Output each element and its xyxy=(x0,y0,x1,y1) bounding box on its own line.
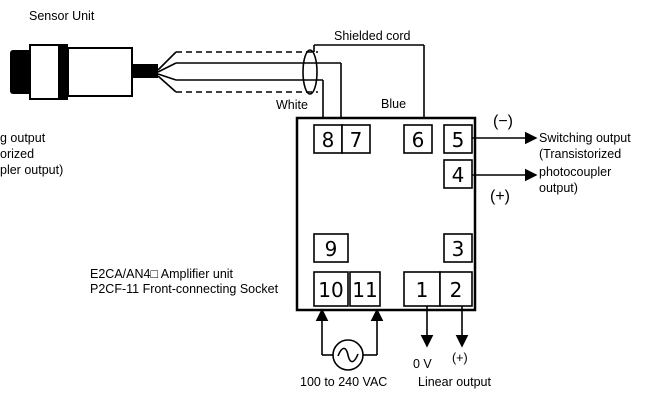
switching-output-label-3: photocoupler xyxy=(539,165,611,179)
terminal-3: 3 xyxy=(452,237,465,261)
ac-source-icon xyxy=(332,339,364,371)
terminal-2-box xyxy=(439,271,473,307)
switching-output-label-1: Switching output xyxy=(539,131,631,145)
terminal-5: 5 xyxy=(452,128,465,152)
terminal-1: 1 xyxy=(416,278,429,302)
terminal-11: 11 xyxy=(352,278,377,302)
shielded-cord xyxy=(157,44,425,118)
terminal-9: 9 xyxy=(325,237,338,261)
amplifier-label-2: P2CF-11 Front-connecting Socket xyxy=(90,282,279,296)
zero-v-label: 0 V xyxy=(413,357,432,371)
terminal-4-box xyxy=(443,159,473,189)
blue-wire-label: Blue xyxy=(381,97,406,111)
terminal-4: 4 xyxy=(452,163,465,187)
switching-output-label-4: output) xyxy=(539,181,578,195)
terminal-8: 8 xyxy=(322,128,335,152)
terminal-9-box xyxy=(313,233,349,263)
terminal-7: 7 xyxy=(350,128,363,152)
shielded-cord-label: Shielded cord xyxy=(334,29,410,43)
terminal-3-box xyxy=(443,233,473,263)
terminal-11-box xyxy=(349,271,381,307)
white-wire-label: White xyxy=(276,98,308,112)
plus-label: (+) xyxy=(452,351,468,365)
switching-output-label-2: (Transistorized xyxy=(539,147,621,161)
left-output-label-3: pler output) xyxy=(0,163,63,177)
sensor-unit-label: Sensor Unit xyxy=(29,9,95,23)
terminal-5-box xyxy=(443,124,473,154)
terminal-6: 6 xyxy=(412,128,425,152)
linear-output-label: Linear output xyxy=(418,375,492,389)
plus-marker: (+) xyxy=(490,188,510,205)
terminal-2: 2 xyxy=(450,278,463,302)
amplifier-label-1: E2CA/AN4□ Amplifier unit xyxy=(90,267,234,281)
terminal-6-box xyxy=(403,124,433,154)
terminal-10-box xyxy=(313,271,349,307)
terminal-7-box xyxy=(341,124,371,154)
terminal-10: 10 xyxy=(318,278,343,302)
ac-supply-label: 100 to 240 VAC xyxy=(300,375,387,389)
minus-marker: (−) xyxy=(493,113,513,130)
terminal-1-box xyxy=(403,271,441,307)
left-output-label-1: g output xyxy=(0,131,46,145)
sensor-unit xyxy=(10,44,158,100)
left-output-label-2: orized xyxy=(0,147,34,161)
